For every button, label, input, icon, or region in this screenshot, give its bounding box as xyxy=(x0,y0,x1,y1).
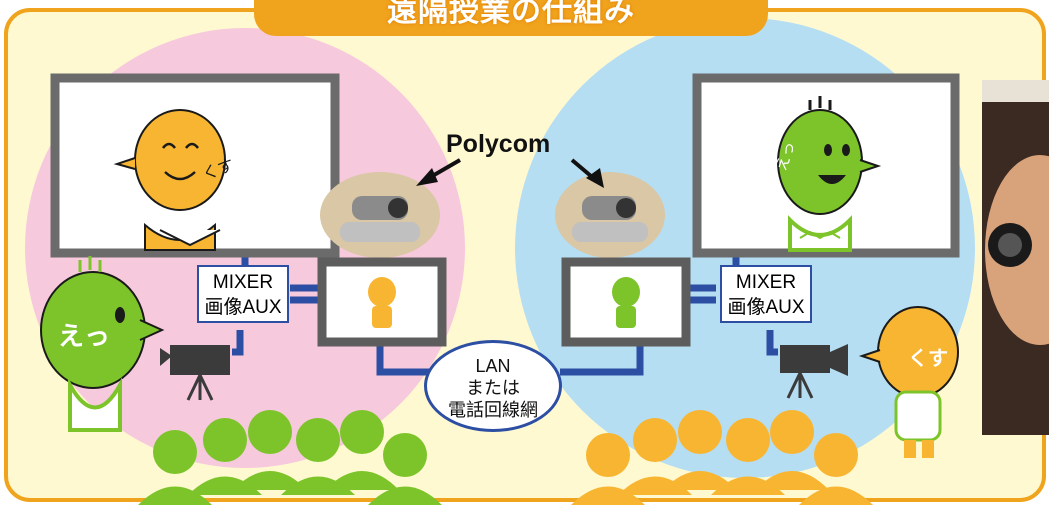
char-left-speech-text: えっ xyxy=(58,322,110,352)
right-polycom-camera-icon xyxy=(555,172,665,258)
lan-network-bubble: LAN または 電話回線網 xyxy=(424,340,562,432)
left-polycom-camera-icon xyxy=(320,172,440,258)
lan-line1: LAN xyxy=(475,356,511,376)
char-right-speech-text: くす xyxy=(908,346,948,370)
lan-line3: 電話回線網 xyxy=(448,400,538,420)
left-arrowhead xyxy=(416,168,438,186)
small-orange-mascot xyxy=(368,277,396,328)
left-mixer-box: MIXER 画像AUX xyxy=(197,265,289,323)
small-green-mascot xyxy=(612,277,640,328)
left-green-mascot xyxy=(40,256,165,432)
mascot-green-on-right-monitor xyxy=(777,96,882,252)
right-orange-mascot xyxy=(858,306,959,458)
right-mixer-line1: MIXER xyxy=(735,272,797,293)
left-mixer-line2: 画像AUX xyxy=(204,297,282,318)
mascot-orange-on-left-monitor xyxy=(113,109,226,251)
right-audience-icon xyxy=(571,410,873,505)
left-audience-icon xyxy=(138,410,442,505)
left-camcorder-icon xyxy=(160,345,230,401)
page-title: 遠隔授業の仕組み xyxy=(387,0,635,29)
left-mixer-line1: MIXER xyxy=(212,272,274,293)
lan-line2: または xyxy=(466,378,520,398)
right-mixer-box: MIXER 画像AUX xyxy=(720,265,812,323)
student-photo xyxy=(982,80,1049,435)
polycom-label: Polycom xyxy=(446,130,551,158)
right-camcorder-icon xyxy=(780,344,848,399)
right-arrowhead xyxy=(586,168,604,188)
right-mixer-line2: 画像AUX xyxy=(727,297,805,318)
cables xyxy=(232,255,778,376)
title-banner: 遠隔授業の仕組み xyxy=(254,0,768,36)
